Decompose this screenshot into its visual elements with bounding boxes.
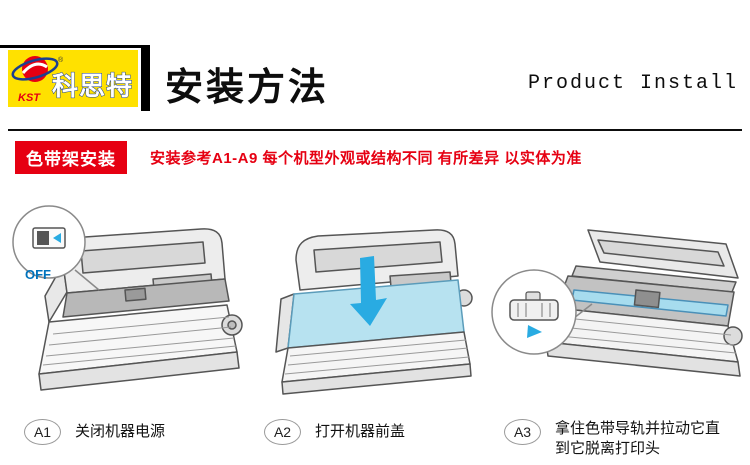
- ribbon-guide-callout: [491, 269, 593, 355]
- tray-slats: [42, 316, 237, 366]
- step-id-badge: A2: [264, 419, 301, 445]
- step-id-badge: A3: [504, 419, 541, 445]
- step-caption-row: A1 关闭机器电源: [24, 419, 249, 445]
- section-badge: 色带架安装: [15, 141, 127, 174]
- printer-body: [545, 229, 743, 377]
- step-caption: 拿住色带导轨并拉动它直到它脱离打印头: [555, 420, 721, 458]
- switch-arrow-icon: [53, 233, 61, 243]
- header-top-line: [0, 45, 150, 48]
- printer-illustration-open-cover: [275, 229, 473, 395]
- printer-illustration-ribbon-guide: [491, 229, 743, 377]
- brand-logo: ® KST 科思特: [8, 50, 138, 107]
- printer-body: [38, 228, 243, 391]
- platen-knob-icon: [723, 326, 743, 346]
- open-cover-arrow-icon: [350, 256, 387, 326]
- pull-arrow-icon: [527, 325, 542, 338]
- section-note: 安装参考A1-A9 每个机型外观或结构不同 有所差异 以实体为准: [150, 150, 582, 167]
- logo-swoosh-icon: [21, 62, 48, 75]
- base-slats: [284, 339, 470, 375]
- header-divider-bar: [141, 45, 150, 111]
- step-id-badge: A1: [24, 419, 61, 445]
- horizontal-rule: [8, 129, 742, 131]
- page-subtitle: Product Install: [527, 72, 738, 95]
- step-caption-row: A2 打开机器前盖: [264, 419, 489, 445]
- step-caption: 打开机器前盖: [315, 423, 406, 440]
- logo-brand-text: 科思特: [52, 71, 133, 101]
- printer-illustration-power-off: OFF: [12, 205, 243, 391]
- power-switch-callout: OFF: [12, 205, 100, 291]
- ribbon-guide-icon: [509, 299, 559, 321]
- brand-logo-art: ® KST 科思特: [8, 50, 138, 107]
- front-slats: [548, 316, 737, 354]
- page-title: 安装方法: [165, 67, 330, 109]
- logo-kst-text: KST: [18, 92, 41, 104]
- logo-orbit-icon: [11, 57, 59, 81]
- step-caption: 关闭机器电源: [75, 423, 166, 440]
- logo-reg-mark: ®: [58, 56, 64, 64]
- off-label: OFF: [25, 267, 51, 282]
- print-head-icon: [633, 289, 661, 309]
- step-caption-row: A3 拿住色带导轨并拉动它直到它脱离打印头: [504, 419, 746, 460]
